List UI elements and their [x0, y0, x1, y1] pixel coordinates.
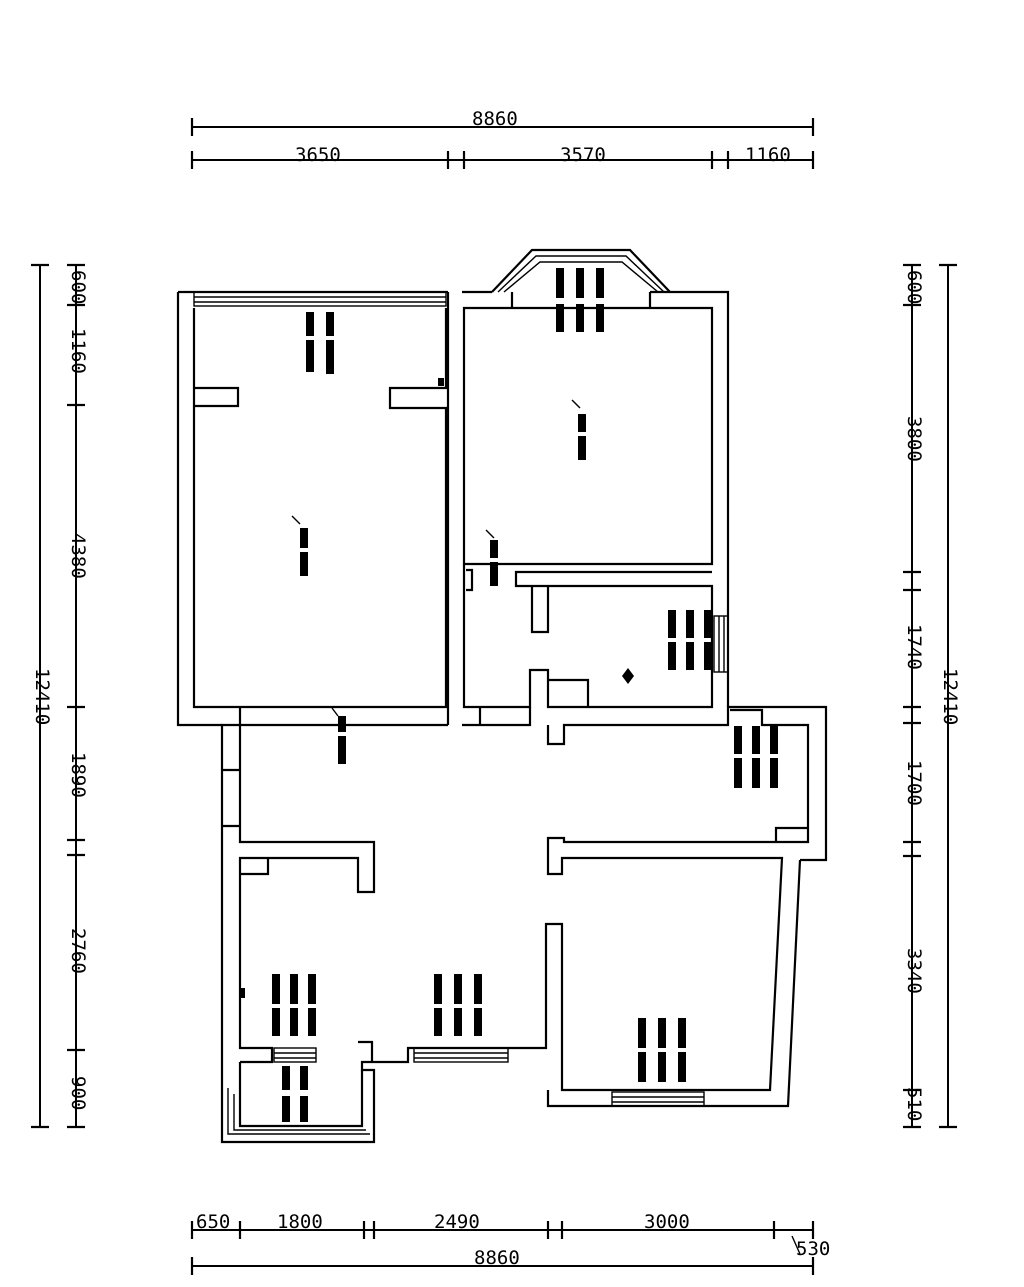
bottom-segment-2: 1800	[277, 1211, 323, 1233]
window-bottom-left	[273, 1047, 317, 1063]
label-block-bottom-left	[272, 974, 316, 1036]
right-segment-1: 600	[903, 270, 925, 304]
label-block-bottom-right	[638, 1018, 686, 1082]
bottom-total-dimension: 8860	[474, 1247, 520, 1269]
label-block-right-small	[734, 726, 778, 788]
right-segment-6: 510	[903, 1087, 925, 1121]
left-segment-2: 1160	[67, 328, 89, 374]
label-block-balcony	[282, 1066, 308, 1122]
windows	[193, 291, 729, 1107]
right-segment-5: 3340	[903, 948, 925, 994]
bottom-segment-3: 2490	[434, 1211, 480, 1233]
top-segment-1: 3650	[295, 144, 341, 166]
label-block-corridor	[338, 716, 346, 764]
window-bottom-right	[611, 1091, 705, 1107]
window-bottom-center	[413, 1047, 509, 1063]
left-dimension-group: 12410 600 1160 4380 1890 2760 900	[31, 263, 89, 1129]
bottom-segment-4: 3000	[644, 1211, 690, 1233]
label-block-master-room	[300, 528, 308, 576]
top-segment-3: 1160	[745, 144, 791, 166]
compass-mark	[622, 668, 634, 684]
bottom-extra-dimension: 530	[796, 1238, 830, 1260]
label-block-bottom-center	[434, 974, 482, 1036]
right-dimension-group: 12410 600 3800 1740 1700 3340 510	[903, 263, 961, 1129]
room-label-marks	[240, 268, 778, 1122]
left-segment-5: 2760	[67, 928, 89, 974]
bottom-dimension-group: 650 1800 2490 3000 530 8860	[190, 1211, 830, 1275]
small-mark-1	[438, 378, 444, 386]
label-block-top-left	[306, 312, 334, 374]
right-total-dimension: 12410	[939, 668, 961, 725]
left-segment-6: 900	[67, 1076, 89, 1110]
left-segment-1: 600	[67, 270, 89, 304]
bottom-segment-1: 650	[196, 1211, 230, 1233]
label-block-kitchen	[668, 610, 712, 670]
left-segment-3: 4380	[67, 533, 89, 579]
right-segment-3: 1740	[903, 624, 925, 670]
left-total-dimension: 12410	[31, 668, 53, 725]
label-block-bay	[556, 268, 604, 332]
small-mark-2	[240, 988, 245, 998]
left-segment-4: 1890	[67, 752, 89, 798]
top-total-dimension: 8860	[472, 108, 518, 130]
window-right-kitchen	[713, 615, 729, 673]
top-dimension-group: 8860 3650 3570 1160	[190, 108, 815, 169]
right-segment-2: 3800	[903, 416, 925, 462]
top-segment-2: 3570	[560, 144, 606, 166]
label-block-hall	[490, 540, 498, 586]
window-top-left	[193, 291, 447, 307]
label-block-second-room	[578, 414, 586, 460]
right-segment-4: 1700	[903, 760, 925, 806]
